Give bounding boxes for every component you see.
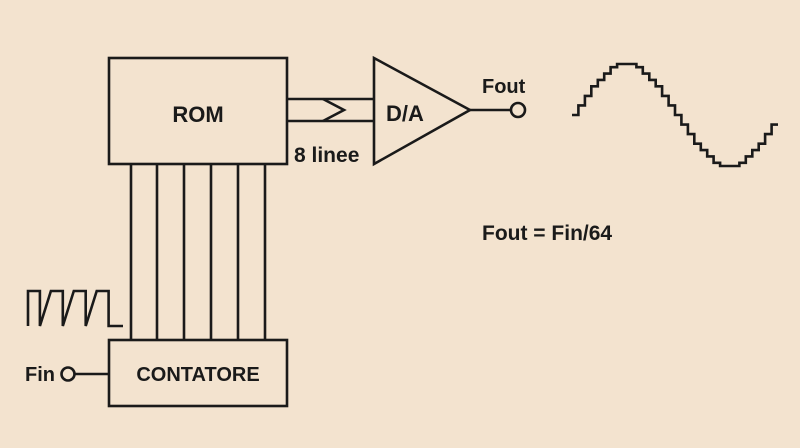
data-bus [287, 97, 374, 123]
counter-label: CONTATORE [136, 364, 259, 386]
input-clock-waveform [26, 289, 123, 328]
dac-triangle [372, 55, 473, 167]
rom-label: ROM [172, 102, 223, 127]
output-terminal-icon [509, 101, 527, 119]
rom-block [107, 56, 289, 166]
output-stepped-sine-waveform [572, 62, 778, 168]
frequency-formula: Fout = Fin/64 [482, 222, 612, 245]
dac-label: D/A [386, 101, 424, 126]
output-label: Fout [482, 76, 526, 98]
address-lines [129, 164, 267, 340]
input-label: Fin [25, 364, 55, 386]
bus-lines-label: 8 linee [294, 144, 359, 167]
bus-arrow-icon [322, 97, 347, 123]
